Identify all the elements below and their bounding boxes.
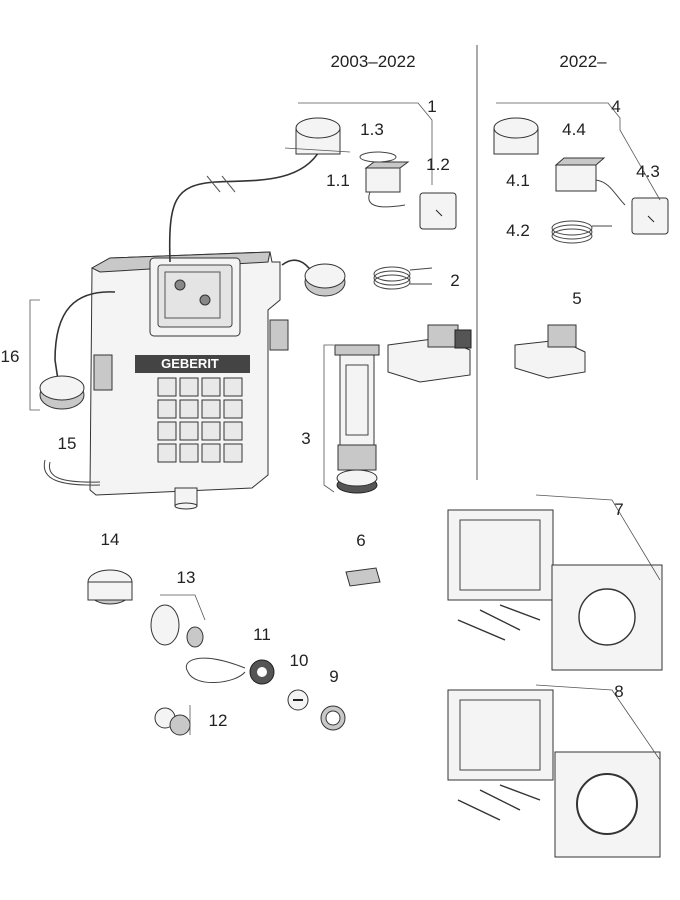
label-1-2: 1.2 xyxy=(426,155,450,174)
label-13: 13 xyxy=(177,568,196,587)
label-1-3: 1.3 xyxy=(360,120,384,139)
label-3: 3 xyxy=(301,429,310,448)
label-5: 5 xyxy=(572,289,581,308)
label-4-3: 4.3 xyxy=(636,162,660,181)
label-14: 14 xyxy=(101,530,120,549)
label-6: 6 xyxy=(356,531,365,550)
flush-valve-3 xyxy=(334,344,380,494)
junction-box-right xyxy=(281,259,346,297)
actuator-plate-8 xyxy=(447,689,661,858)
actuator-5 xyxy=(514,324,586,379)
box-14 xyxy=(87,569,133,605)
label-12: 12 xyxy=(209,711,228,730)
label-4-2: 4.2 xyxy=(506,221,530,240)
cistern-grid xyxy=(157,377,243,463)
ring-10 xyxy=(287,689,309,711)
transformer-1-1 xyxy=(359,151,410,208)
cable-15 xyxy=(43,459,101,486)
cable-coil-4-2 xyxy=(551,220,612,244)
label-2: 2 xyxy=(450,271,459,290)
label-10: 10 xyxy=(290,651,309,670)
junction-box-4-4 xyxy=(493,117,539,155)
label-7: 7 xyxy=(614,500,623,519)
label-1: 1 xyxy=(427,97,436,116)
label-8: 8 xyxy=(614,682,623,701)
header-2022: 2022– xyxy=(559,52,607,71)
brand-logo: GEBERIT xyxy=(161,356,219,371)
label-4-1: 4.1 xyxy=(506,171,530,190)
clip-6 xyxy=(345,567,381,587)
label-16: 16 xyxy=(1,347,20,366)
label-9: 9 xyxy=(329,667,338,686)
label-4: 4 xyxy=(611,97,620,116)
junction-box-16 xyxy=(39,291,116,410)
transformer-4-1 xyxy=(554,157,626,206)
sleeve-13 xyxy=(150,604,204,648)
junction-box-1-3 xyxy=(284,117,351,155)
header-2003-2022: 2003–2022 xyxy=(330,52,415,71)
fitting-12 xyxy=(154,707,191,736)
actuator-plate-7 xyxy=(447,509,663,671)
label-15: 15 xyxy=(58,434,77,453)
cable-coil-2 xyxy=(373,266,433,290)
ring-9 xyxy=(320,705,346,731)
button-11 xyxy=(185,657,275,685)
sensor-plate-4-3 xyxy=(631,197,669,235)
sensor-plate-1-2 xyxy=(419,192,457,230)
label-1-1: 1.1 xyxy=(326,171,350,190)
cistern-module: GEBERIT xyxy=(89,251,289,510)
label-4-4: 4.4 xyxy=(562,120,586,139)
label-11: 11 xyxy=(253,625,271,644)
actuator-module xyxy=(387,324,472,383)
part-labels: 1 1.3 1.1 1.2 2 3 4 4.4 4.1 4.3 4.2 5 6 … xyxy=(1,97,660,730)
leader-lines xyxy=(29,102,661,761)
power-cable xyxy=(168,149,321,263)
